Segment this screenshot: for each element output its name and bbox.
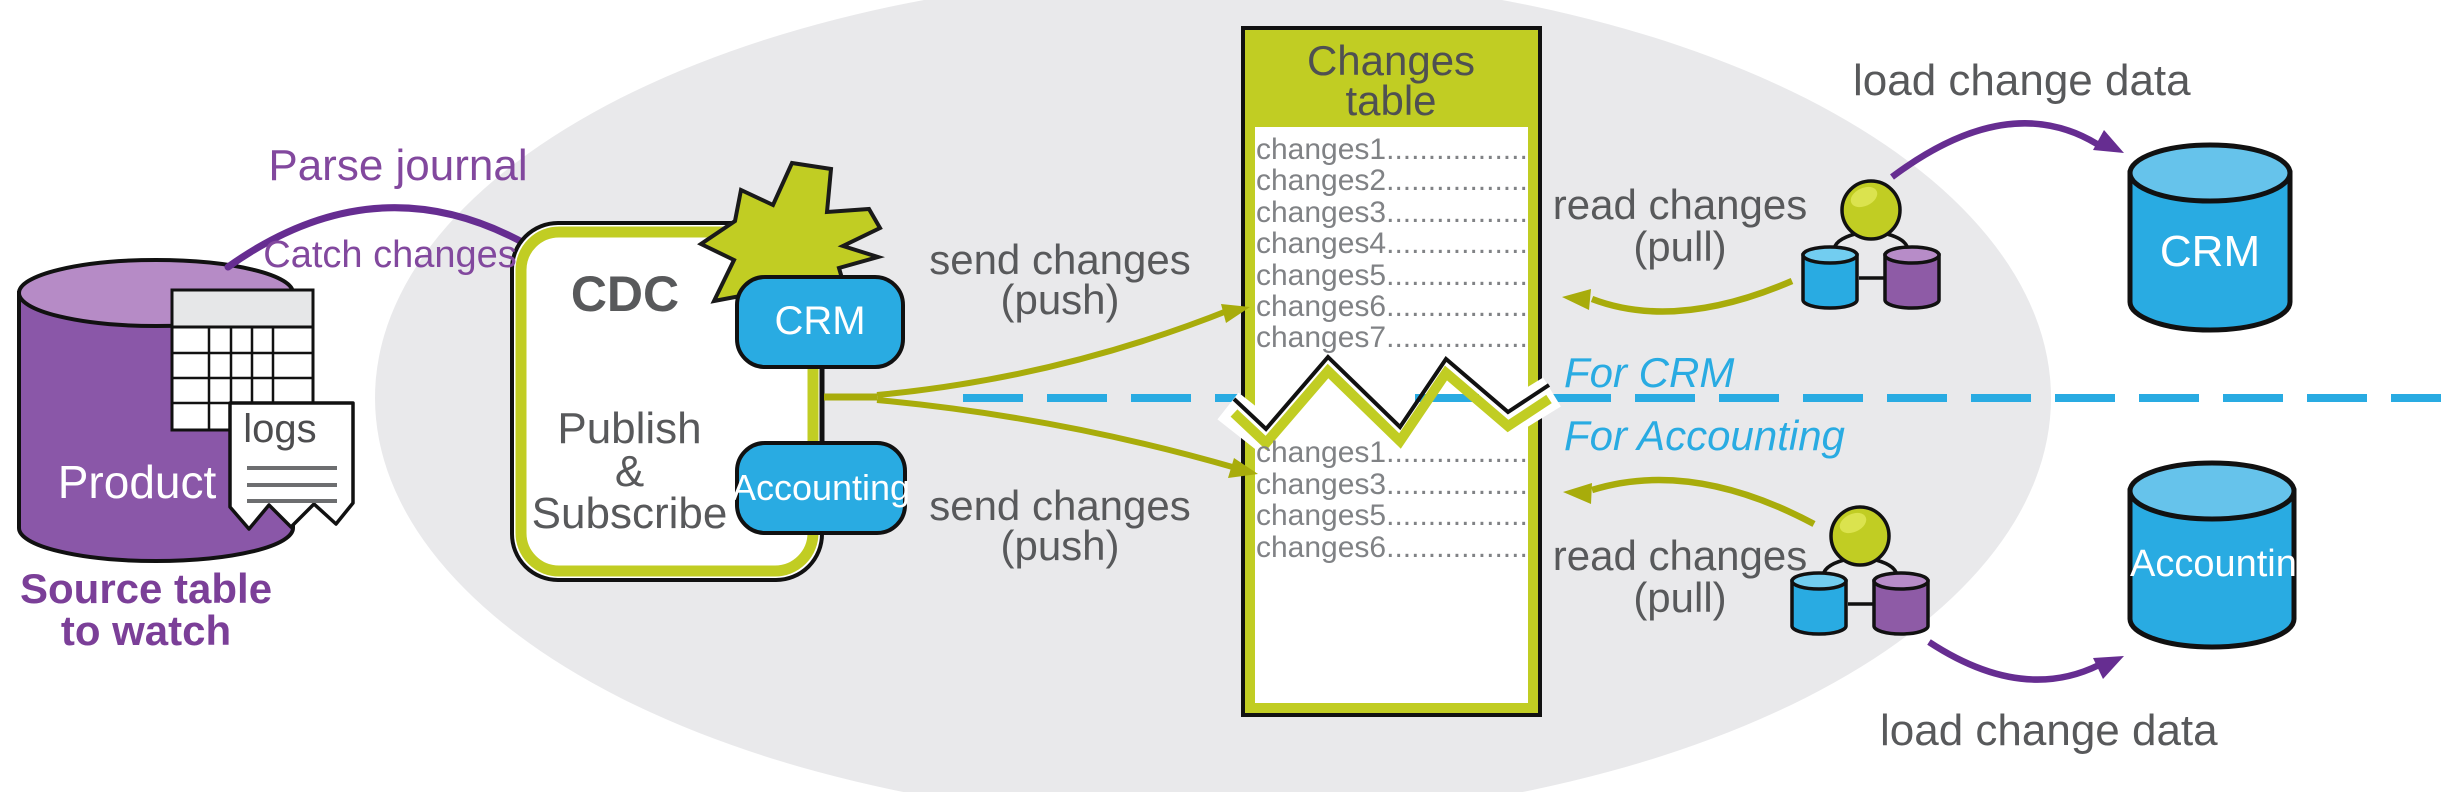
for-accounting-label: For Accounting [1564, 412, 1845, 459]
cdc-title: CDC [570, 266, 680, 322]
accounting-publication-label: Accounting [731, 466, 911, 508]
load-change-data-bottom-label: load change data [1880, 706, 2218, 755]
cdc-subtitle-line3: Subscribe [531, 489, 728, 538]
read-changes-top-arrow [1562, 278, 1794, 315]
send-changes-bottom-label-line2: (push) [1000, 522, 1120, 569]
crm-publication-label: CRM [774, 299, 866, 344]
changes-row: changes5...................... [1256, 260, 1528, 292]
send-changes-top-label-line1: send changes [929, 236, 1191, 283]
changes-row: changes1...................... [1256, 134, 1528, 166]
changes-row: changes2...................... [1256, 165, 1528, 197]
parse-journal-label: Parse journal [268, 141, 528, 190]
cdc-subtitle-line1: Publish [557, 404, 702, 453]
crm-subscriber-icon [1801, 179, 1941, 310]
changes-row: changes6...................... [1256, 532, 1528, 564]
changes-row: changes3...................... [1256, 197, 1528, 229]
send-changes-bottom-arrowhead [1228, 458, 1258, 478]
read-changes-bottom-arrow [1563, 476, 1816, 527]
logs-label: logs [243, 407, 317, 451]
crm-target-cylinder [2127, 142, 2293, 333]
changes-row: changes5...................... [1256, 500, 1528, 532]
table-grid-icon [170, 288, 315, 432]
catch-changes-label: Catch changes [263, 234, 517, 276]
changes-row: changes7...................... [1256, 322, 1528, 354]
for-crm-label: For CRM [1564, 349, 1735, 396]
changes-row: changes4...................... [1256, 228, 1528, 260]
changes-row: changes1...................... [1256, 437, 1528, 469]
load-change-data-bottom-arrow [1927, 639, 2124, 683]
source-caption-line2: to watch [60, 607, 232, 654]
cdc-subtitle-line2: & [614, 447, 645, 496]
accounting-subscriber-icon [1790, 505, 1930, 636]
accounting-target-cylinder [2127, 460, 2297, 650]
crm-target-label: CRM [2159, 227, 2261, 276]
source-cylinder-label: Product [57, 456, 217, 508]
source-caption-line1: Source table [20, 565, 273, 612]
changes-table [1217, 26, 1561, 717]
logs-document-icon [228, 401, 355, 531]
read-changes-top-label-line1: read changes [1552, 181, 1808, 228]
tear-zigzag-yellow [1230, 363, 1552, 451]
changes-row: changes3...................... [1256, 469, 1528, 501]
changes-row: changes6...................... [1256, 291, 1528, 323]
read-changes-bottom-label-line1: read changes [1552, 532, 1808, 579]
send-changes-bottom-label-line1: send changes [929, 482, 1191, 529]
crm-publication-badge [735, 275, 905, 369]
send-changes-top-label-line2: (push) [1000, 276, 1120, 323]
read-changes-bottom-label-line2: (pull) [1633, 574, 1727, 621]
send-changes-top-arrowhead [1221, 304, 1250, 323]
changes-table-header [1247, 32, 1536, 127]
changes-table-title-line2: table [1345, 77, 1437, 124]
changes-table-title-line1: Changes [1306, 37, 1476, 84]
load-change-data-top-label: load change data [1853, 56, 2191, 105]
tear-zigzag-black [1232, 354, 1551, 432]
send-changes-fork-arrows [824, 306, 1237, 471]
read-changes-top-label-line2: (pull) [1633, 223, 1727, 270]
accounting-publication-badge [735, 441, 907, 535]
load-change-data-top-arrow [1890, 120, 2124, 180]
accounting-target-label: Accounting [2130, 543, 2319, 585]
